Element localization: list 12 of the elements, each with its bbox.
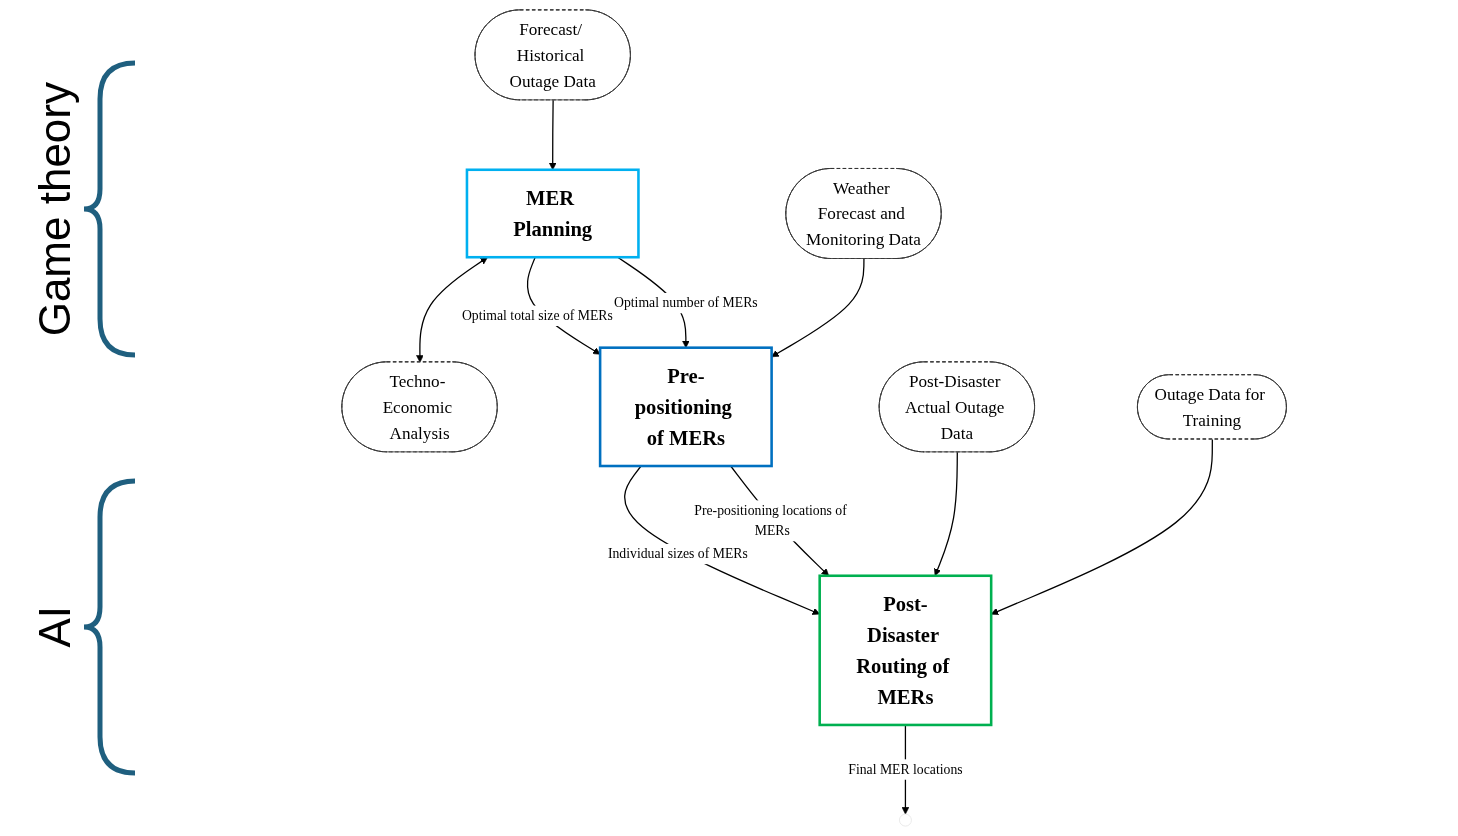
edge-label: Individual sizes of MERs: [607, 546, 748, 561]
edge-label: Pre-positioning locations of MERs: [694, 502, 847, 539]
group-label: AI: [30, 606, 80, 648]
node-box: Post-Disaster Routing of MERs: [818, 574, 993, 727]
edge-label: Optimal number of MERs: [613, 295, 758, 310]
node-box: Pre-positioning of MERs: [598, 346, 773, 468]
node-box: MER Planning: [465, 168, 640, 259]
edge-label: Final MER locations: [848, 761, 963, 777]
arrow: [416, 257, 488, 363]
arrow: [771, 258, 865, 358]
edge-label: Optimal total size of MERs: [461, 308, 613, 323]
group-label: Game theory: [30, 81, 80, 337]
